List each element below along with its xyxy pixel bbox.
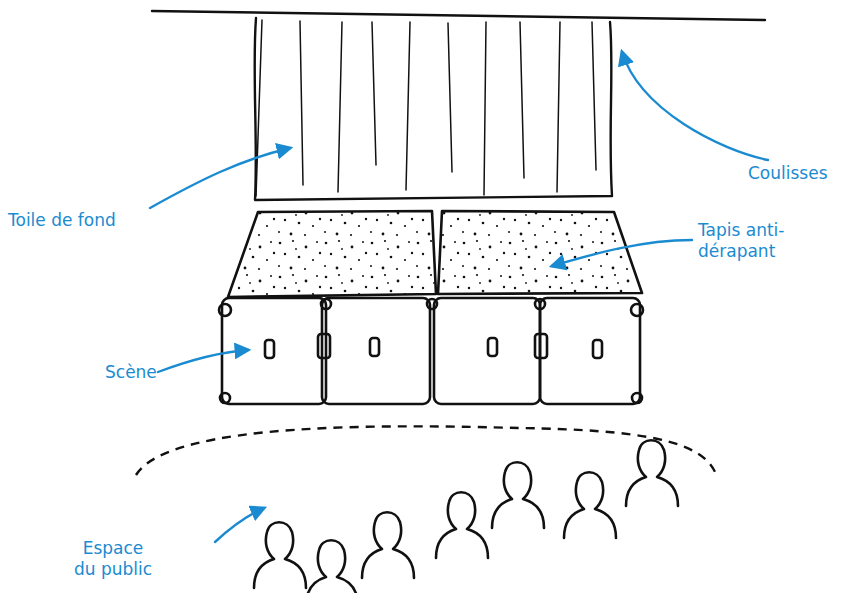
wings-label: Coulisses [748,163,848,184]
stage-label: Scène [105,362,165,383]
backdrop-label: Toile de fond [8,210,158,231]
stage-platform [219,298,643,404]
audience [254,440,678,593]
carpet-label: Tapis anti-dérapant [698,220,818,262]
audience-space-label: Espace du public [72,538,154,580]
leader-arrows [150,52,768,542]
anti-slip-carpet [228,211,642,297]
audience-boundary [136,426,715,475]
curtain [152,11,765,200]
